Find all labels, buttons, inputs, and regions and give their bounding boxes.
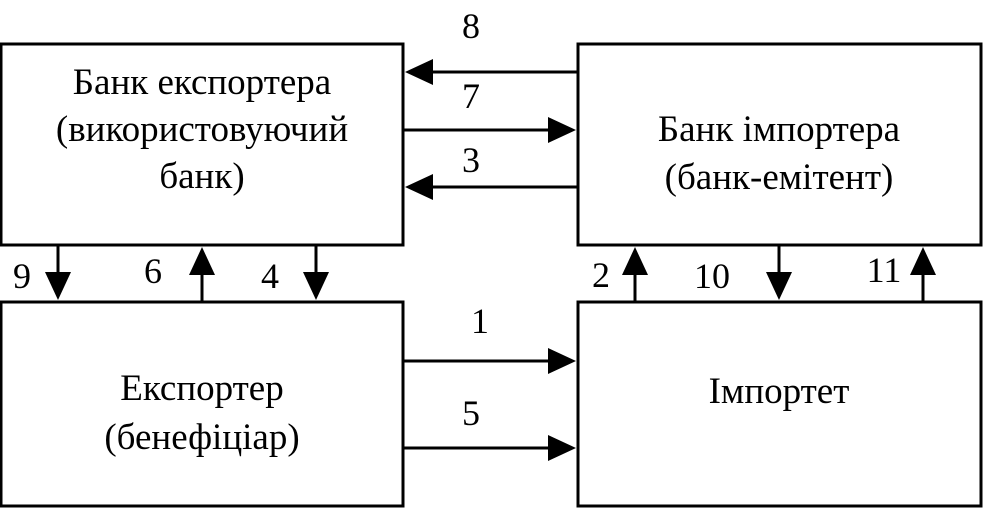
arrow-10: 10 xyxy=(694,245,792,300)
arrow-label-6: 6 xyxy=(144,251,162,291)
arrow-label-9: 9 xyxy=(13,256,31,296)
arrow-2: 2 xyxy=(592,247,648,302)
arrow-label-7: 7 xyxy=(462,76,480,116)
arrow-1: 1 xyxy=(403,301,576,374)
arrow-3: 3 xyxy=(405,140,578,200)
exporter-line-1: Експортер xyxy=(120,368,283,409)
exporter-bank-box: Банк експортера (використовуючий банк) xyxy=(0,42,405,247)
arrow-label-11: 11 xyxy=(867,250,902,290)
arrow-9: 9 xyxy=(13,245,71,300)
exporter-bank-line-2: (використовуючий xyxy=(56,109,348,150)
arrow-label-2: 2 xyxy=(592,255,610,295)
exporter-box: Експортер (бенефіціар) xyxy=(0,300,405,508)
importer-box: Імпортет xyxy=(576,300,983,508)
exporter-line-2: (бенефіціар) xyxy=(104,417,299,458)
arrow-label-3: 3 xyxy=(462,140,480,180)
arrow-5: 5 xyxy=(403,393,576,461)
arrow-label-8: 8 xyxy=(462,6,480,46)
arrow-label-4: 4 xyxy=(261,256,279,296)
arrow-11: 11 xyxy=(867,247,936,302)
arrow-label-10: 10 xyxy=(694,256,730,296)
importer-bank-line-1: Банк імпортера xyxy=(658,109,900,150)
arrow-7: 7 xyxy=(403,76,576,143)
importer-bank-line-2: (банк-емітент) xyxy=(665,157,894,198)
arrow-6: 6 xyxy=(144,247,215,302)
arrow-4: 4 xyxy=(261,245,329,300)
exporter-bank-line-3: банк) xyxy=(159,156,244,197)
importer-bank-box: Банк імпортера (банк-емітент) xyxy=(576,42,983,247)
exporter-bank-line-1: Банк експортера xyxy=(73,62,331,103)
importer-line-1: Імпортет xyxy=(709,371,850,412)
arrow-8: 8 xyxy=(405,6,578,85)
arrow-label-5: 5 xyxy=(462,393,480,433)
arrow-label-1: 1 xyxy=(471,301,489,341)
